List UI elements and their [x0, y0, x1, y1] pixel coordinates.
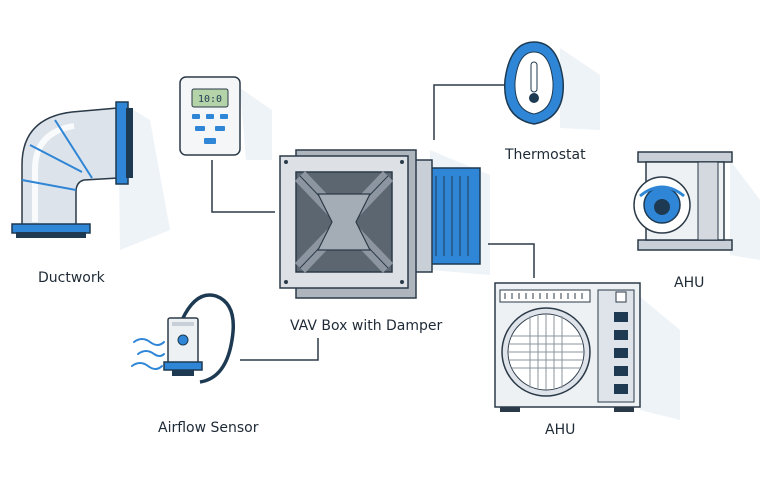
thermostat-icon — [504, 41, 564, 125]
controller-icon: 10:0 — [179, 76, 241, 156]
vav-box-icon — [279, 149, 481, 299]
airflow-wave-3 — [131, 362, 163, 370]
controller-display: 10:0 — [198, 94, 222, 105]
label-ahu-large: AHU — [545, 422, 576, 438]
connector-sensor-vav — [240, 338, 319, 361]
airflow-wave-1 — [133, 338, 165, 346]
ahu-unit-icon — [633, 151, 733, 251]
connector-lines — [211, 84, 535, 361]
label-airflow-sensor: Airflow Sensor — [158, 420, 259, 436]
connector-controller-vav — [211, 160, 275, 213]
connector-thermostat-vav — [433, 84, 505, 140]
airflow-sensor-icon — [131, 293, 235, 384]
label-ductwork: Ductwork — [38, 270, 105, 286]
label-thermostat: Thermostat — [505, 147, 586, 163]
label-ahu-small: AHU — [674, 275, 705, 291]
airflow-wave-2 — [137, 350, 165, 357]
label-vav-box: VAV Box with Damper — [290, 318, 443, 334]
connector-vav-ahu — [488, 243, 535, 278]
outdoor-unit-icon — [494, 282, 641, 412]
ductwork-elbow-icon — [11, 101, 133, 238]
